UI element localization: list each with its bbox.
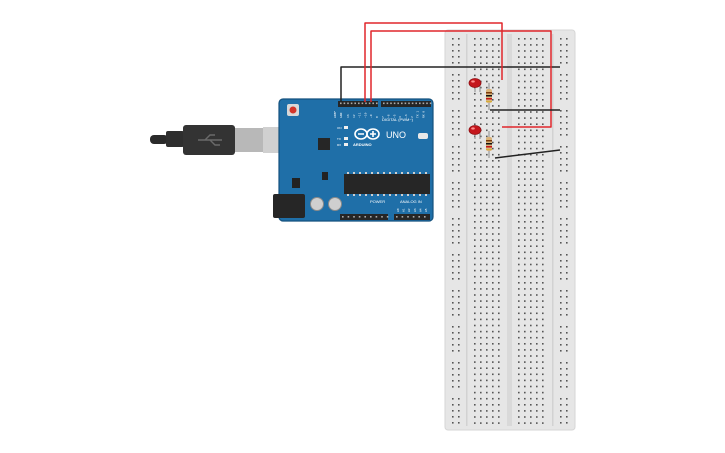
breadboard-holes — [452, 38, 568, 424]
atmega-chip — [344, 174, 430, 194]
crystal — [418, 133, 428, 139]
digital-pin-label: ~6 — [387, 114, 391, 118]
power-label: POWER — [370, 199, 385, 204]
aref-label: AREF — [333, 111, 337, 118]
breadboard[interactable] — [444, 29, 576, 431]
digital-pin-label: ~11 — [358, 112, 362, 118]
digital-header — [338, 101, 432, 107]
digital-pin-label: 2 — [410, 116, 414, 118]
analog-pin-label: A3 — [413, 208, 417, 212]
resistor-1[interactable] — [486, 83, 492, 110]
power-jack[interactable] — [273, 194, 305, 218]
usb-icon — [198, 134, 222, 146]
tx-led — [344, 137, 348, 140]
analog-pin-label: A2 — [407, 208, 411, 212]
rx-led — [344, 143, 348, 146]
gnd-label: GND — [339, 112, 343, 118]
capacitor-1 — [310, 197, 324, 211]
analog-pin-label: A0 — [396, 208, 400, 212]
arduino-brand-text: ARDUINO — [353, 142, 372, 147]
digital-pin-label: 12 — [352, 114, 356, 118]
resistor-2[interactable] — [486, 131, 492, 158]
usb-port — [263, 127, 281, 153]
analog-in-label: ANALOG IN — [400, 199, 422, 204]
digital-label: DIGITAL (PWM~) — [382, 117, 414, 122]
digital-pin-label: ~3 — [404, 114, 408, 118]
rx-label: RX — [337, 143, 341, 147]
usb-chip — [318, 138, 330, 150]
digital-pin-label: TX 1 — [416, 111, 420, 118]
on-led — [344, 126, 348, 129]
digital-pin-label: 8 — [375, 116, 379, 118]
regulator-small — [322, 172, 328, 180]
arduino-logo-icon — [354, 128, 380, 140]
wire-red-pin-2[interactable] — [370, 30, 552, 128]
capacitor-2 — [328, 197, 342, 211]
usb-cable-end — [150, 135, 168, 144]
tx-label: TX — [337, 137, 341, 141]
analog-pin-label: A1 — [402, 208, 406, 212]
uno-model-text: UNO — [386, 130, 406, 140]
power-header — [340, 214, 430, 220]
wire-red-pin-1[interactable] — [364, 22, 503, 102]
digital-pin-label: 13 — [346, 114, 350, 118]
usb-cable-strain-relief — [166, 131, 184, 147]
digital-pin-label: 4 — [398, 116, 402, 118]
analog-pin-label: A5 — [424, 208, 428, 212]
digital-pin-label: ~9 — [369, 114, 373, 118]
analog-pin-label: A4 — [418, 208, 422, 212]
reset-button-cap — [289, 106, 297, 114]
usb-cable[interactable] — [150, 125, 281, 155]
digital-pin-label: 7 — [381, 116, 385, 118]
digital-pin-label: RX 0 — [421, 111, 425, 118]
on-label: ON — [337, 126, 342, 130]
wire-black-resistor-2[interactable] — [494, 149, 561, 159]
usb-plug-metal — [235, 128, 263, 152]
regulator — [292, 178, 300, 188]
digital-pin-label: ~5 — [392, 114, 396, 118]
wire-black-gnd[interactable] — [340, 66, 560, 102]
led-2[interactable] — [468, 125, 482, 140]
led-1[interactable] — [468, 78, 482, 93]
wires — [340, 22, 561, 159]
digital-pin-label: ~10 — [363, 112, 367, 118]
